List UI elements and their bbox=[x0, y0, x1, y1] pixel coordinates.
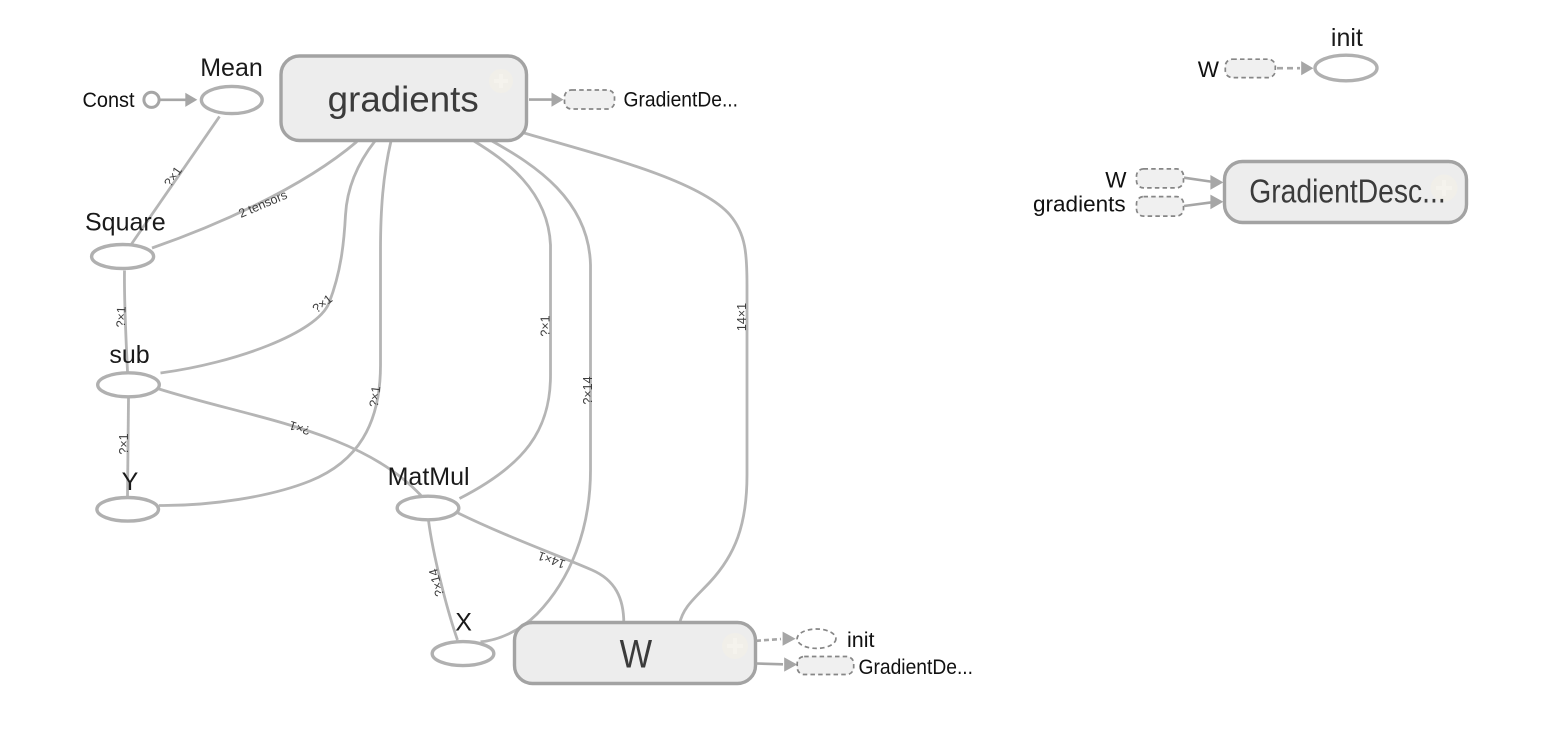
svg-text:Mean: Mean bbox=[200, 54, 263, 82]
svg-text:gradients: gradients bbox=[328, 79, 479, 120]
svg-text:Square: Square bbox=[85, 209, 166, 237]
svg-text:MatMul: MatMul bbox=[388, 463, 470, 491]
svg-text:?×1: ?×1 bbox=[114, 306, 129, 328]
svg-text:Const: Const bbox=[83, 88, 135, 112]
svg-text:?×14: ?×14 bbox=[581, 376, 595, 404]
svg-text:X: X bbox=[455, 609, 472, 637]
svg-text:Y: Y bbox=[122, 468, 139, 496]
svg-text:W: W bbox=[1198, 57, 1220, 82]
svg-text:W: W bbox=[620, 633, 653, 677]
svg-text:init: init bbox=[1331, 24, 1363, 52]
svg-text:GradientDe...: GradientDe... bbox=[624, 87, 739, 111]
svg-text:GradientDesc...: GradientDesc... bbox=[1249, 174, 1446, 211]
svg-text:GradientDe...: GradientDe... bbox=[859, 655, 974, 679]
svg-text:?×1: ?×1 bbox=[539, 315, 553, 336]
svg-text:sub: sub bbox=[109, 341, 149, 369]
svg-text:gradients: gradients bbox=[1033, 192, 1126, 217]
svg-text:?×1: ?×1 bbox=[288, 418, 312, 438]
svg-text:W: W bbox=[1105, 167, 1127, 192]
svg-text:?×1: ?×1 bbox=[367, 385, 383, 408]
svg-text:14×1: 14×1 bbox=[735, 303, 749, 331]
svg-text:init: init bbox=[847, 628, 875, 652]
svg-text:?×1: ?×1 bbox=[117, 433, 131, 454]
